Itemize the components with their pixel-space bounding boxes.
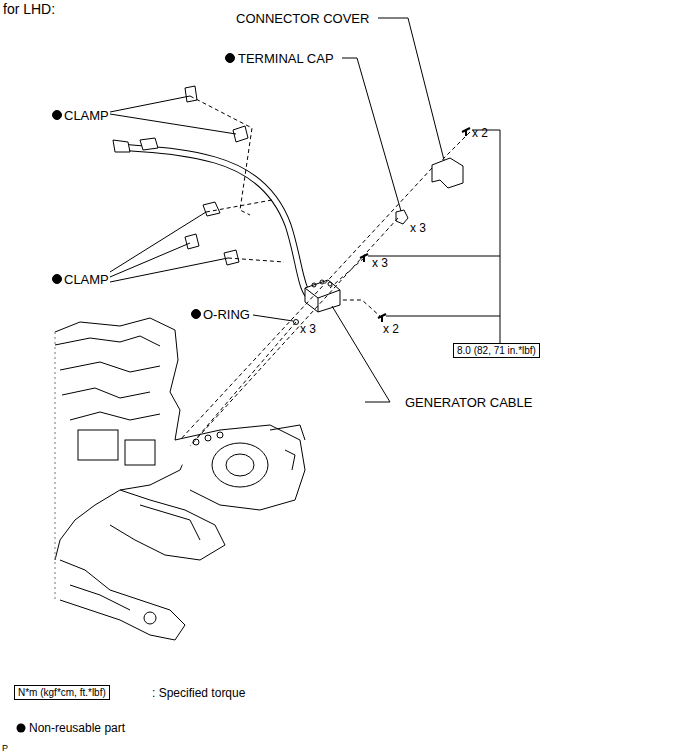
legend-text: : Specified torque	[152, 686, 245, 701]
part-label: x 3	[410, 221, 426, 236]
part-label: for LHD:	[3, 2, 55, 17]
part-label: x 3	[372, 256, 388, 271]
part-label: x 2	[383, 322, 399, 337]
torque-value: N*m (kgf*cm, ft.*lbf)	[18, 687, 106, 698]
part-label: CLAMP	[64, 272, 109, 287]
torque-value: 8.0 (82, 71 in.*lbf)	[457, 345, 536, 356]
part-label: GENERATOR CABLE	[405, 395, 532, 410]
legend-text: Non-reusable part	[29, 721, 125, 736]
torque-box: N*m (kgf*cm, ft.*lbf)	[14, 685, 110, 700]
part-label: O-RING	[203, 307, 250, 322]
part-label: x 2	[472, 126, 488, 141]
torque-box: 8.0 (82, 71 in.*lbf)	[453, 343, 540, 358]
part-label: CONNECTOR COVER	[236, 11, 369, 26]
part-label: TERMINAL CAP	[238, 51, 334, 66]
part-label: x 3	[300, 322, 316, 337]
part-label: P	[2, 741, 8, 756]
part-label: CLAMP	[64, 108, 109, 123]
legend-dot	[17, 724, 26, 733]
